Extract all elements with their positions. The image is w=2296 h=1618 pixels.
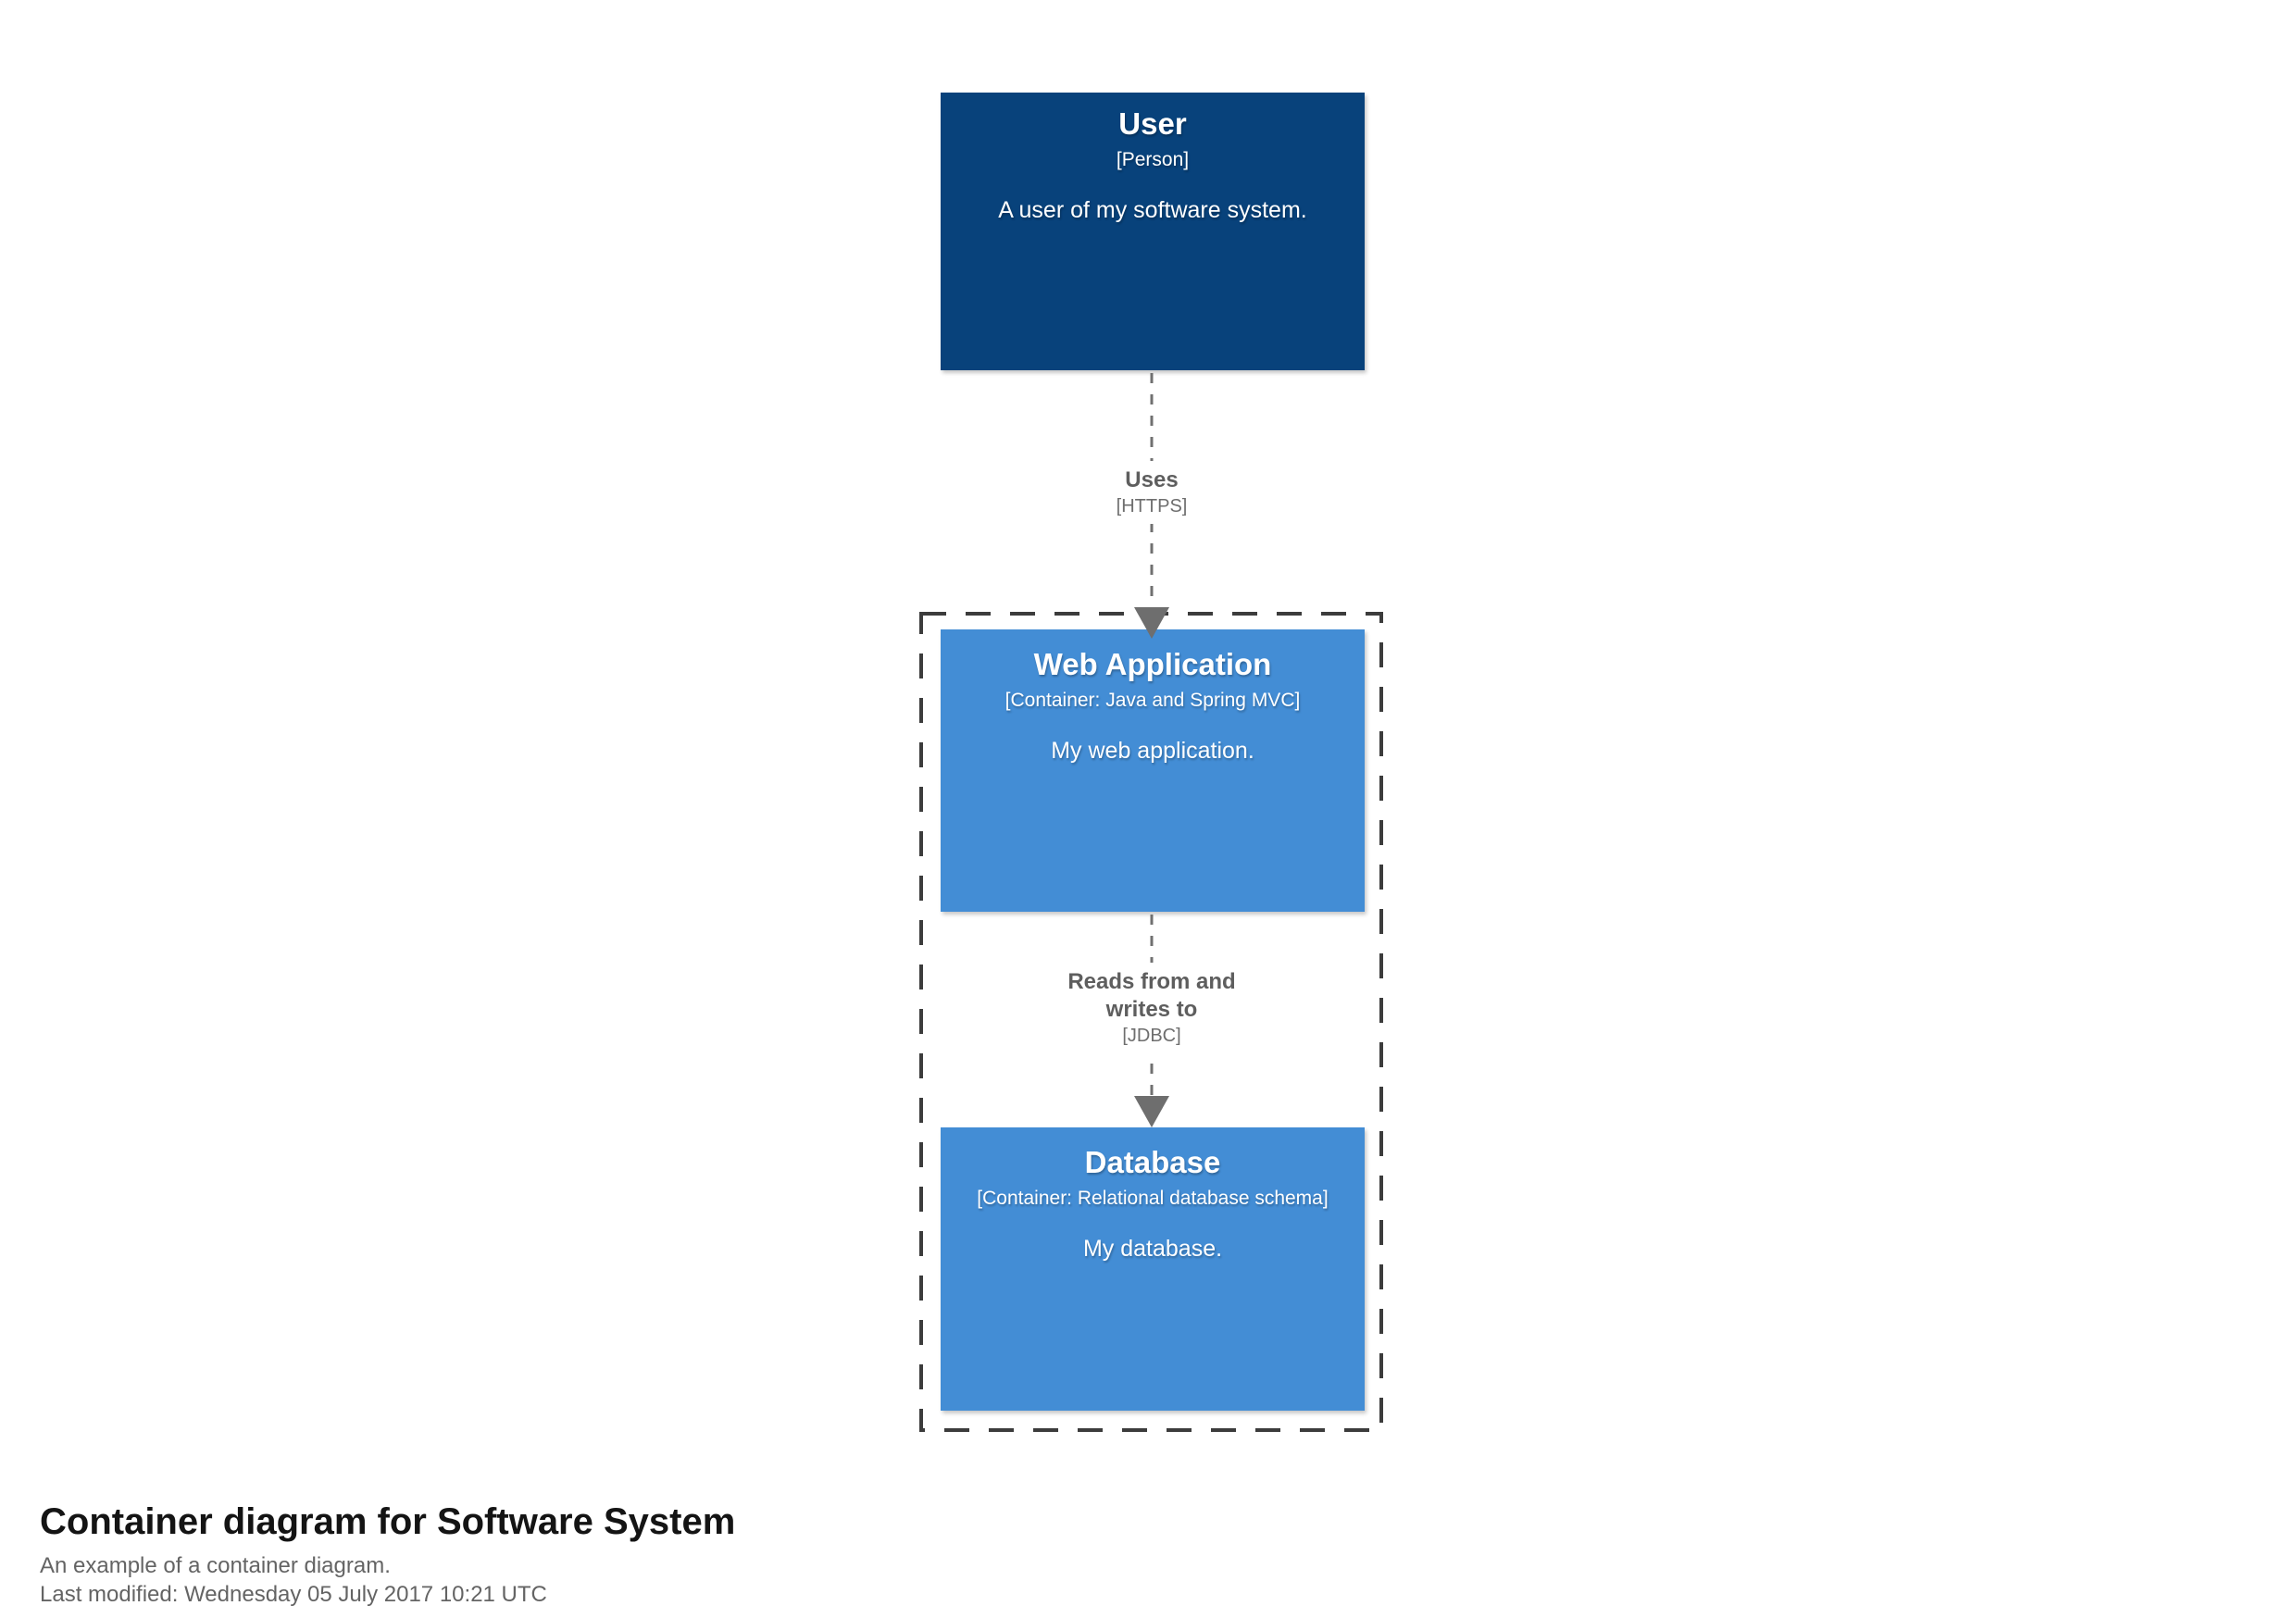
relationship-label-reads-writes: Reads from and writes to [JDBC]: [1043, 963, 1260, 1053]
node-user[interactable]: User [Person] A user of my software syst…: [941, 93, 1365, 370]
jdbc-arrowhead-icon: [1134, 1096, 1169, 1127]
node-user-name: User: [1118, 106, 1187, 141]
diagram-title: Container diagram for Software System: [40, 1501, 736, 1542]
relationship-uses-name: Uses: [1125, 467, 1179, 492]
node-web-application-description: My web application.: [1051, 738, 1254, 764]
node-user-description: A user of my software system.: [998, 197, 1307, 223]
node-database-name: Database: [1084, 1145, 1221, 1179]
node-web-application-meta: [Container: Java and Spring MVC]: [1004, 690, 1301, 711]
node-web-application[interactable]: Web Application [Container: Java and Spr…: [941, 629, 1365, 912]
diagram-footer: Container diagram for Software System An…: [40, 1500, 735, 1609]
relationship-label-uses: Uses [HTTPS]: [1104, 461, 1199, 524]
node-database-description: My database.: [1082, 1236, 1223, 1262]
node-user-meta: [Person]: [1116, 149, 1190, 170]
diagram-last-modified: Last modified: Wednesday 05 July 2017 10…: [40, 1582, 547, 1607]
relationship-reads-writes-meta: [JDBC]: [1122, 1026, 1181, 1046]
diagram-subtitle: An example of a container diagram.: [40, 1553, 391, 1578]
relationship-uses-meta: [HTTPS]: [1116, 496, 1188, 517]
node-database-meta: [Container: Relational database schema]: [977, 1188, 1329, 1209]
relationship-reads-writes-name: Reads from and writes to: [1067, 969, 1236, 1022]
node-web-application-name: Web Application: [1033, 647, 1272, 681]
node-database[interactable]: Database [Container: Relational database…: [941, 1127, 1365, 1411]
